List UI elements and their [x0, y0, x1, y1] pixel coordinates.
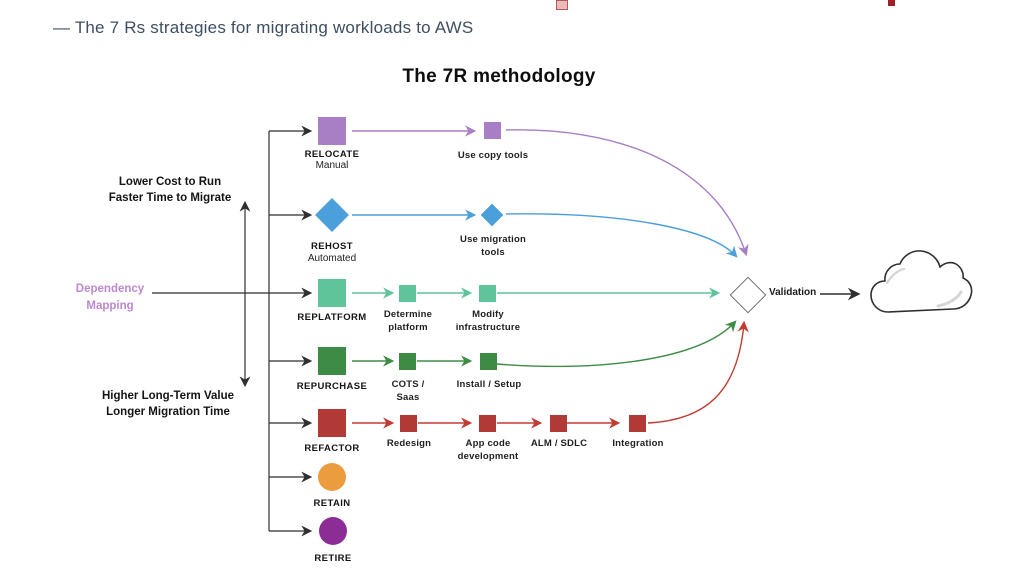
retain-shape — [318, 463, 346, 491]
top-marker-icon — [556, 0, 568, 10]
modify-infrastructure-label: Modify infrastructure — [455, 309, 521, 333]
diagram-title: The 7R methodology — [402, 66, 596, 87]
relocate-label: RELOCATE — [304, 149, 360, 160]
install-setup-shape — [480, 353, 497, 370]
retain-label: RETAIN — [313, 498, 351, 509]
cots-saas-label: COTS / Saas — [391, 379, 425, 403]
use-copy-tools-label: Use copy tools — [457, 150, 529, 161]
integration-shape — [629, 415, 646, 432]
dependency-mapping-label: Dependency Mapping — [75, 283, 145, 312]
repurchase-shape — [318, 347, 346, 375]
rehost-label: REHOST — [311, 241, 353, 252]
app-code-development-label: App code development — [457, 438, 519, 462]
determine-platform-label: Determine platform — [383, 309, 433, 333]
app-code-development-shape — [479, 415, 496, 432]
rehost-curve-to-validation — [505, 213, 738, 258]
relocate-shape — [318, 117, 346, 145]
refactor-curve-to-validation — [647, 320, 749, 424]
use-migration-tools-label: Use migration tools — [460, 234, 526, 258]
refactor-shape — [318, 409, 346, 437]
install-setup-label: Install / Setup — [456, 379, 522, 390]
determine-platform-shape — [399, 285, 416, 302]
integration-label: Integration — [612, 438, 664, 449]
top-marker-small-icon — [888, 0, 895, 6]
refactor-label: REFACTOR — [304, 443, 360, 454]
cloud-icon — [870, 250, 973, 313]
use-copy-tools-shape — [484, 122, 501, 139]
axis-label-bottom: Higher Long-Term Value Longer Migration … — [101, 390, 235, 419]
retire-shape — [319, 517, 347, 545]
axis-label-top: Lower Cost to Run Faster Time to Migrate — [108, 176, 232, 205]
page-title: — The 7 Rs strategies for migrating work… — [53, 18, 474, 37]
modify-infrastructure-shape — [479, 285, 496, 302]
relocate-curve-to-validation — [505, 129, 749, 257]
replatform-label: REPLATFORM — [297, 312, 367, 323]
redesign-shape — [400, 415, 417, 432]
redesign-label: Redesign — [386, 438, 432, 449]
replatform-shape — [318, 279, 346, 307]
validation-label: Validation — [769, 287, 817, 298]
repurchase-label: REPURCHASE — [296, 381, 368, 392]
alm-sdlc-shape — [550, 415, 567, 432]
cots-saas-shape — [399, 353, 416, 370]
alm-sdlc-label: ALM / SDLC — [530, 438, 588, 449]
relocate-sublabel: Manual — [315, 160, 349, 171]
rehost-sublabel: Automated — [307, 253, 357, 264]
repurchase-curve-to-validation — [496, 320, 737, 368]
retire-label: RETIRE — [314, 553, 352, 564]
